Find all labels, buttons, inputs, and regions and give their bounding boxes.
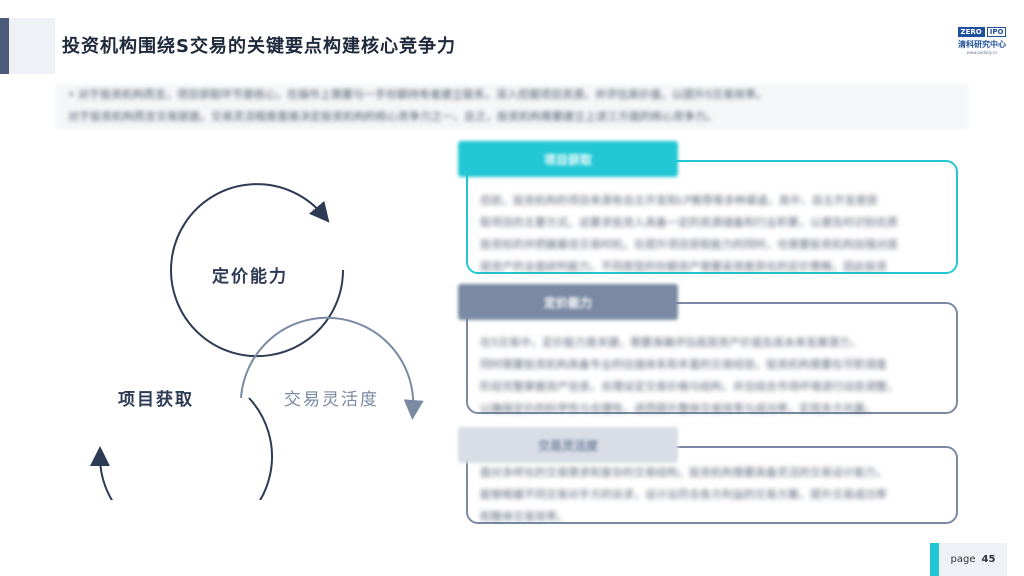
venn-diagram: 定价能力 项目获取 交易灵活度 (60, 160, 450, 544)
title-accent-box (9, 18, 55, 74)
brand-logo: ZERO IPO 清科研究中心 www.pedaily.cn (954, 27, 1010, 55)
circle-flexibility (240, 316, 424, 420)
card-body: 面对多样化的交易需求和复杂的交易结构，投资机构需要具备灵活的交易设计能力， 能够… (468, 448, 956, 538)
circle-sourcing (89, 397, 273, 544)
card-line: 面对多样化的交易需求和复杂的交易结构，投资机构需要具备灵活的交易设计能力， (480, 466, 887, 479)
card-body: 在S交易中，定价能力是关键，需要准确评估底层资产价值及其未来发展潜力， 同时需要… (468, 304, 956, 430)
card-body: 目前，投资机构的项目来源有自主开发和LP推荐等多种渠道，其中，自主开发是获 取项… (468, 162, 956, 288)
card-tag-pricing: 定价能力 (458, 284, 678, 320)
page-label: page (950, 554, 976, 565)
circle-pricing (170, 183, 344, 358)
card-line: 以确保定价的科学性与合理性，进而提升整体交易效率与成功率，实现多方共赢。 (480, 402, 876, 415)
page-title: 投资机构围绕S交易的关键要点构建核心竞争力 (62, 36, 456, 57)
logo-url: www.pedaily.cn (966, 50, 998, 55)
card-line: 投资标的并把握最佳交易时机，在提升项目获取能力的同时，也需要投资机构加强对底 (480, 238, 898, 251)
card-tag-flexibility: 交易灵活度 (458, 427, 678, 463)
intro-line: • 对于投资机构而言，项目获取环节是核心，在操作上需要与一手份额持有者建立联系，… (68, 88, 767, 101)
card-line: 和整体交易效率。 (480, 510, 568, 523)
card-line: 能够根据不同交易对手方的诉求，设计出符合各方利益的交易方案，提升交易成功率 (480, 488, 887, 501)
card-line: 在S交易中，定价能力是关键，需要准确评估底层资产价值及其未来发展潜力， (480, 336, 861, 349)
card-line: 阶段完整掌握资产信息，合理设定交易价格与结构，并且结合市场环境进行动态调整， (480, 380, 898, 393)
card-line: 目前，投资机构的项目来源有自主开发和LP推荐等多种渠道，其中，自主开发是获 (480, 194, 878, 207)
label-pricing: 定价能力 (212, 267, 288, 287)
venn-svg (89, 183, 424, 544)
page-number-box: page 45 (939, 543, 1007, 576)
footer-accent-bar (930, 543, 939, 576)
card-line: 层资产的全面研判能力，不同类型的份额资产需要采用差异化的定价策略，因此投资 (480, 260, 887, 273)
card-line: 取项目的主要方式，这要求投资人具备一定的资源储备和行业积累，以便及时识别优质 (480, 216, 898, 229)
card-line: 同时需要投资机构具备专业的估值体系和丰富的交易经验，投资机构需要在尽职调查 (480, 358, 887, 371)
page-number: 45 (981, 554, 996, 565)
logo-zero-text: ZERO (957, 27, 985, 37)
label-flexibility: 交易灵活度 (284, 390, 379, 410)
card-pricing: 在S交易中，定价能力是关键，需要准确评估底层资产价值及其未来发展潜力， 同时需要… (466, 302, 958, 415)
intro-line: 对于投资机构而言交易层面，交易灵活程度直接决定投资机构的核心竞争力之一，总之，投… (68, 110, 717, 123)
label-sourcing: 项目获取 (118, 390, 194, 410)
logo-name: 清科研究中心 (958, 40, 1006, 49)
card-tag-sourcing: 项目获取 (458, 141, 678, 177)
title-accent-bar (0, 18, 9, 74)
card-sourcing: 目前，投资机构的项目来源有自主开发和LP推荐等多种渠道，其中，自主开发是获 取项… (466, 160, 958, 274)
intro-paragraph: • 对于投资机构而言，项目获取环节是核心，在操作上需要与一手份额持有者建立联系，… (56, 84, 968, 130)
logo-ipo-text: IPO (986, 27, 1007, 37)
